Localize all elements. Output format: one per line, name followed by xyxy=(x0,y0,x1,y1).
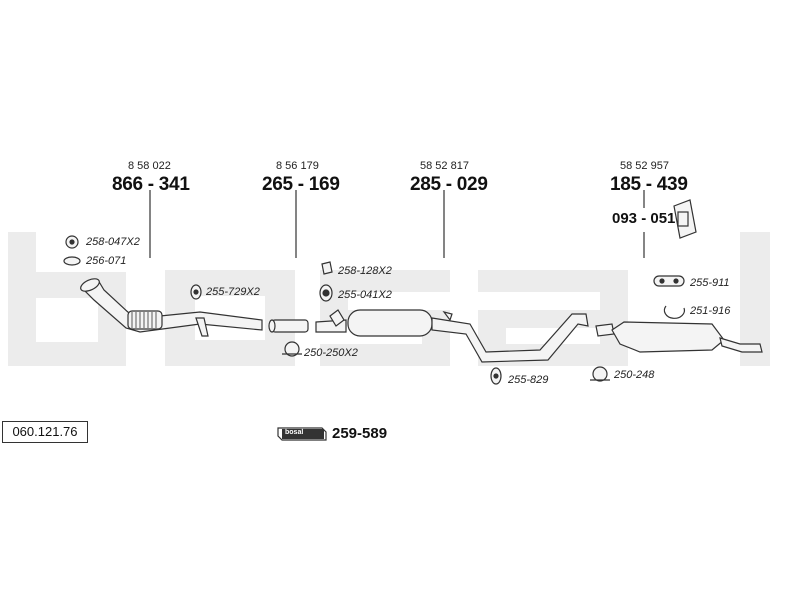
ring-icon xyxy=(663,305,686,319)
part-number-2: 265 - 169 xyxy=(262,174,340,195)
kit-badge-text: bosal xyxy=(285,429,304,436)
gasket-icon xyxy=(63,256,81,266)
small-part-label: 258-047X2 xyxy=(86,236,140,248)
small-part-label: 250-248 xyxy=(614,369,655,381)
small-part-label: 256-071 xyxy=(86,255,127,267)
diagram-code: 060.121.76 xyxy=(2,421,88,443)
leader-lines xyxy=(149,190,645,258)
oe-number-1: 8 58 022 xyxy=(128,160,171,172)
small-part-label: 255-729X2 xyxy=(206,286,260,298)
kit-badge-drawing xyxy=(277,427,327,441)
clamp-icon xyxy=(190,284,202,300)
flex-section xyxy=(127,310,163,330)
clamp-rear-icon xyxy=(590,366,610,382)
small-part-label: 250-250X2 xyxy=(304,347,358,359)
bracket-part-number: 093 - 051 xyxy=(612,210,676,227)
small-part-label: 255-911 xyxy=(690,277,730,289)
clip-icon xyxy=(321,261,333,275)
small-part-icons xyxy=(63,199,697,385)
kit-part-number: 259-589 xyxy=(332,425,388,442)
small-part-label: 255-041X2 xyxy=(338,289,392,301)
hanger-rubber-icon xyxy=(490,367,502,385)
oe-number-3: 58 52 817 xyxy=(420,160,469,172)
rubber-mount-icon xyxy=(319,284,333,302)
part-number-3: 285 - 029 xyxy=(410,174,488,195)
small-part-label: 258-128X2 xyxy=(338,265,392,277)
watermark-letter-a xyxy=(478,270,628,366)
part-number-1: 866 - 341 xyxy=(112,174,190,195)
connecting-pipe xyxy=(268,319,309,333)
pipe-clamp-icon xyxy=(282,341,302,357)
small-part-label: 255-829 xyxy=(508,374,549,386)
nut-icon xyxy=(65,235,79,249)
bracket-icon xyxy=(673,199,697,239)
front-pipe xyxy=(80,278,263,337)
rear-muffler xyxy=(595,321,763,353)
center-muffler xyxy=(315,309,589,363)
oe-number-2: 8 56 179 xyxy=(276,160,319,172)
strap-icon xyxy=(653,275,685,287)
small-part-label: 251-916 xyxy=(690,305,731,317)
oe-number-4: 58 52 957 xyxy=(620,160,669,172)
part-number-4: 185 - 439 xyxy=(610,174,688,195)
